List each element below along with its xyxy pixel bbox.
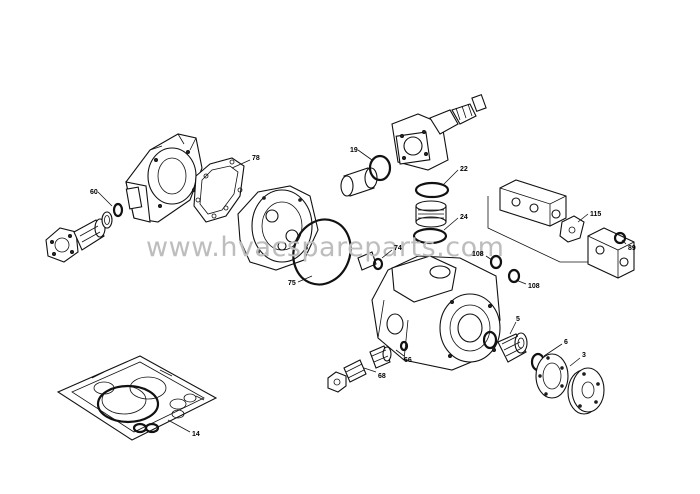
valve-seat	[415, 200, 447, 228]
o-ring-front	[482, 330, 498, 350]
top-valve-housing	[391, 94, 487, 171]
valve-block-upper	[499, 179, 567, 227]
leader-lines	[97, 149, 627, 433]
end-cover-3	[567, 367, 605, 415]
gasket-kit-14	[56, 355, 218, 441]
o-ring-108-upper	[489, 254, 503, 270]
callout-24: 24	[460, 214, 468, 221]
callout-115: 115	[590, 211, 601, 218]
callout-89: 89	[628, 245, 636, 252]
bearing-5	[497, 332, 528, 363]
callout-74: 74	[394, 245, 402, 252]
callout-labels: 78 60 75 74 19 22 24 115 89 108 108 5 6 …	[90, 147, 636, 438]
callout-78: 78	[252, 155, 260, 162]
callout-3: 3	[582, 352, 586, 359]
rear-housing	[125, 133, 203, 223]
callout-14: 14	[192, 431, 200, 438]
fitting-66	[369, 340, 409, 369]
callout-75: 75	[288, 280, 296, 287]
shaft-seal-60	[101, 202, 124, 229]
cylinder-body-75	[237, 185, 319, 271]
sleeve-19	[340, 154, 392, 197]
o-ring-22	[414, 181, 450, 199]
o-ring-24	[412, 227, 448, 245]
callout-66: 66	[404, 357, 412, 364]
callout-108-upper: 108	[472, 251, 484, 258]
hex-plug	[327, 371, 347, 393]
callout-60: 60	[90, 189, 98, 196]
callout-68: 68	[378, 373, 386, 380]
gasket-78	[193, 157, 245, 223]
o-ring-75	[292, 218, 352, 286]
watermark-text: www.hvacspareparts.com	[146, 232, 504, 263]
valve-block-lower	[587, 227, 635, 279]
callout-5: 5	[516, 316, 520, 323]
callout-6: 6	[564, 339, 568, 346]
o-ring-89	[613, 231, 627, 245]
gasket-ring	[535, 353, 569, 399]
o-ring-108-lower	[507, 268, 521, 284]
fitting-68	[343, 359, 367, 383]
callout-22: 22	[460, 166, 468, 173]
fitting-74	[357, 251, 384, 271]
coupling-flange	[45, 218, 106, 263]
callout-108-lower: 108	[528, 283, 540, 290]
gasket-115	[559, 215, 585, 243]
assembly-line	[487, 196, 588, 263]
callout-19: 19	[350, 147, 358, 154]
